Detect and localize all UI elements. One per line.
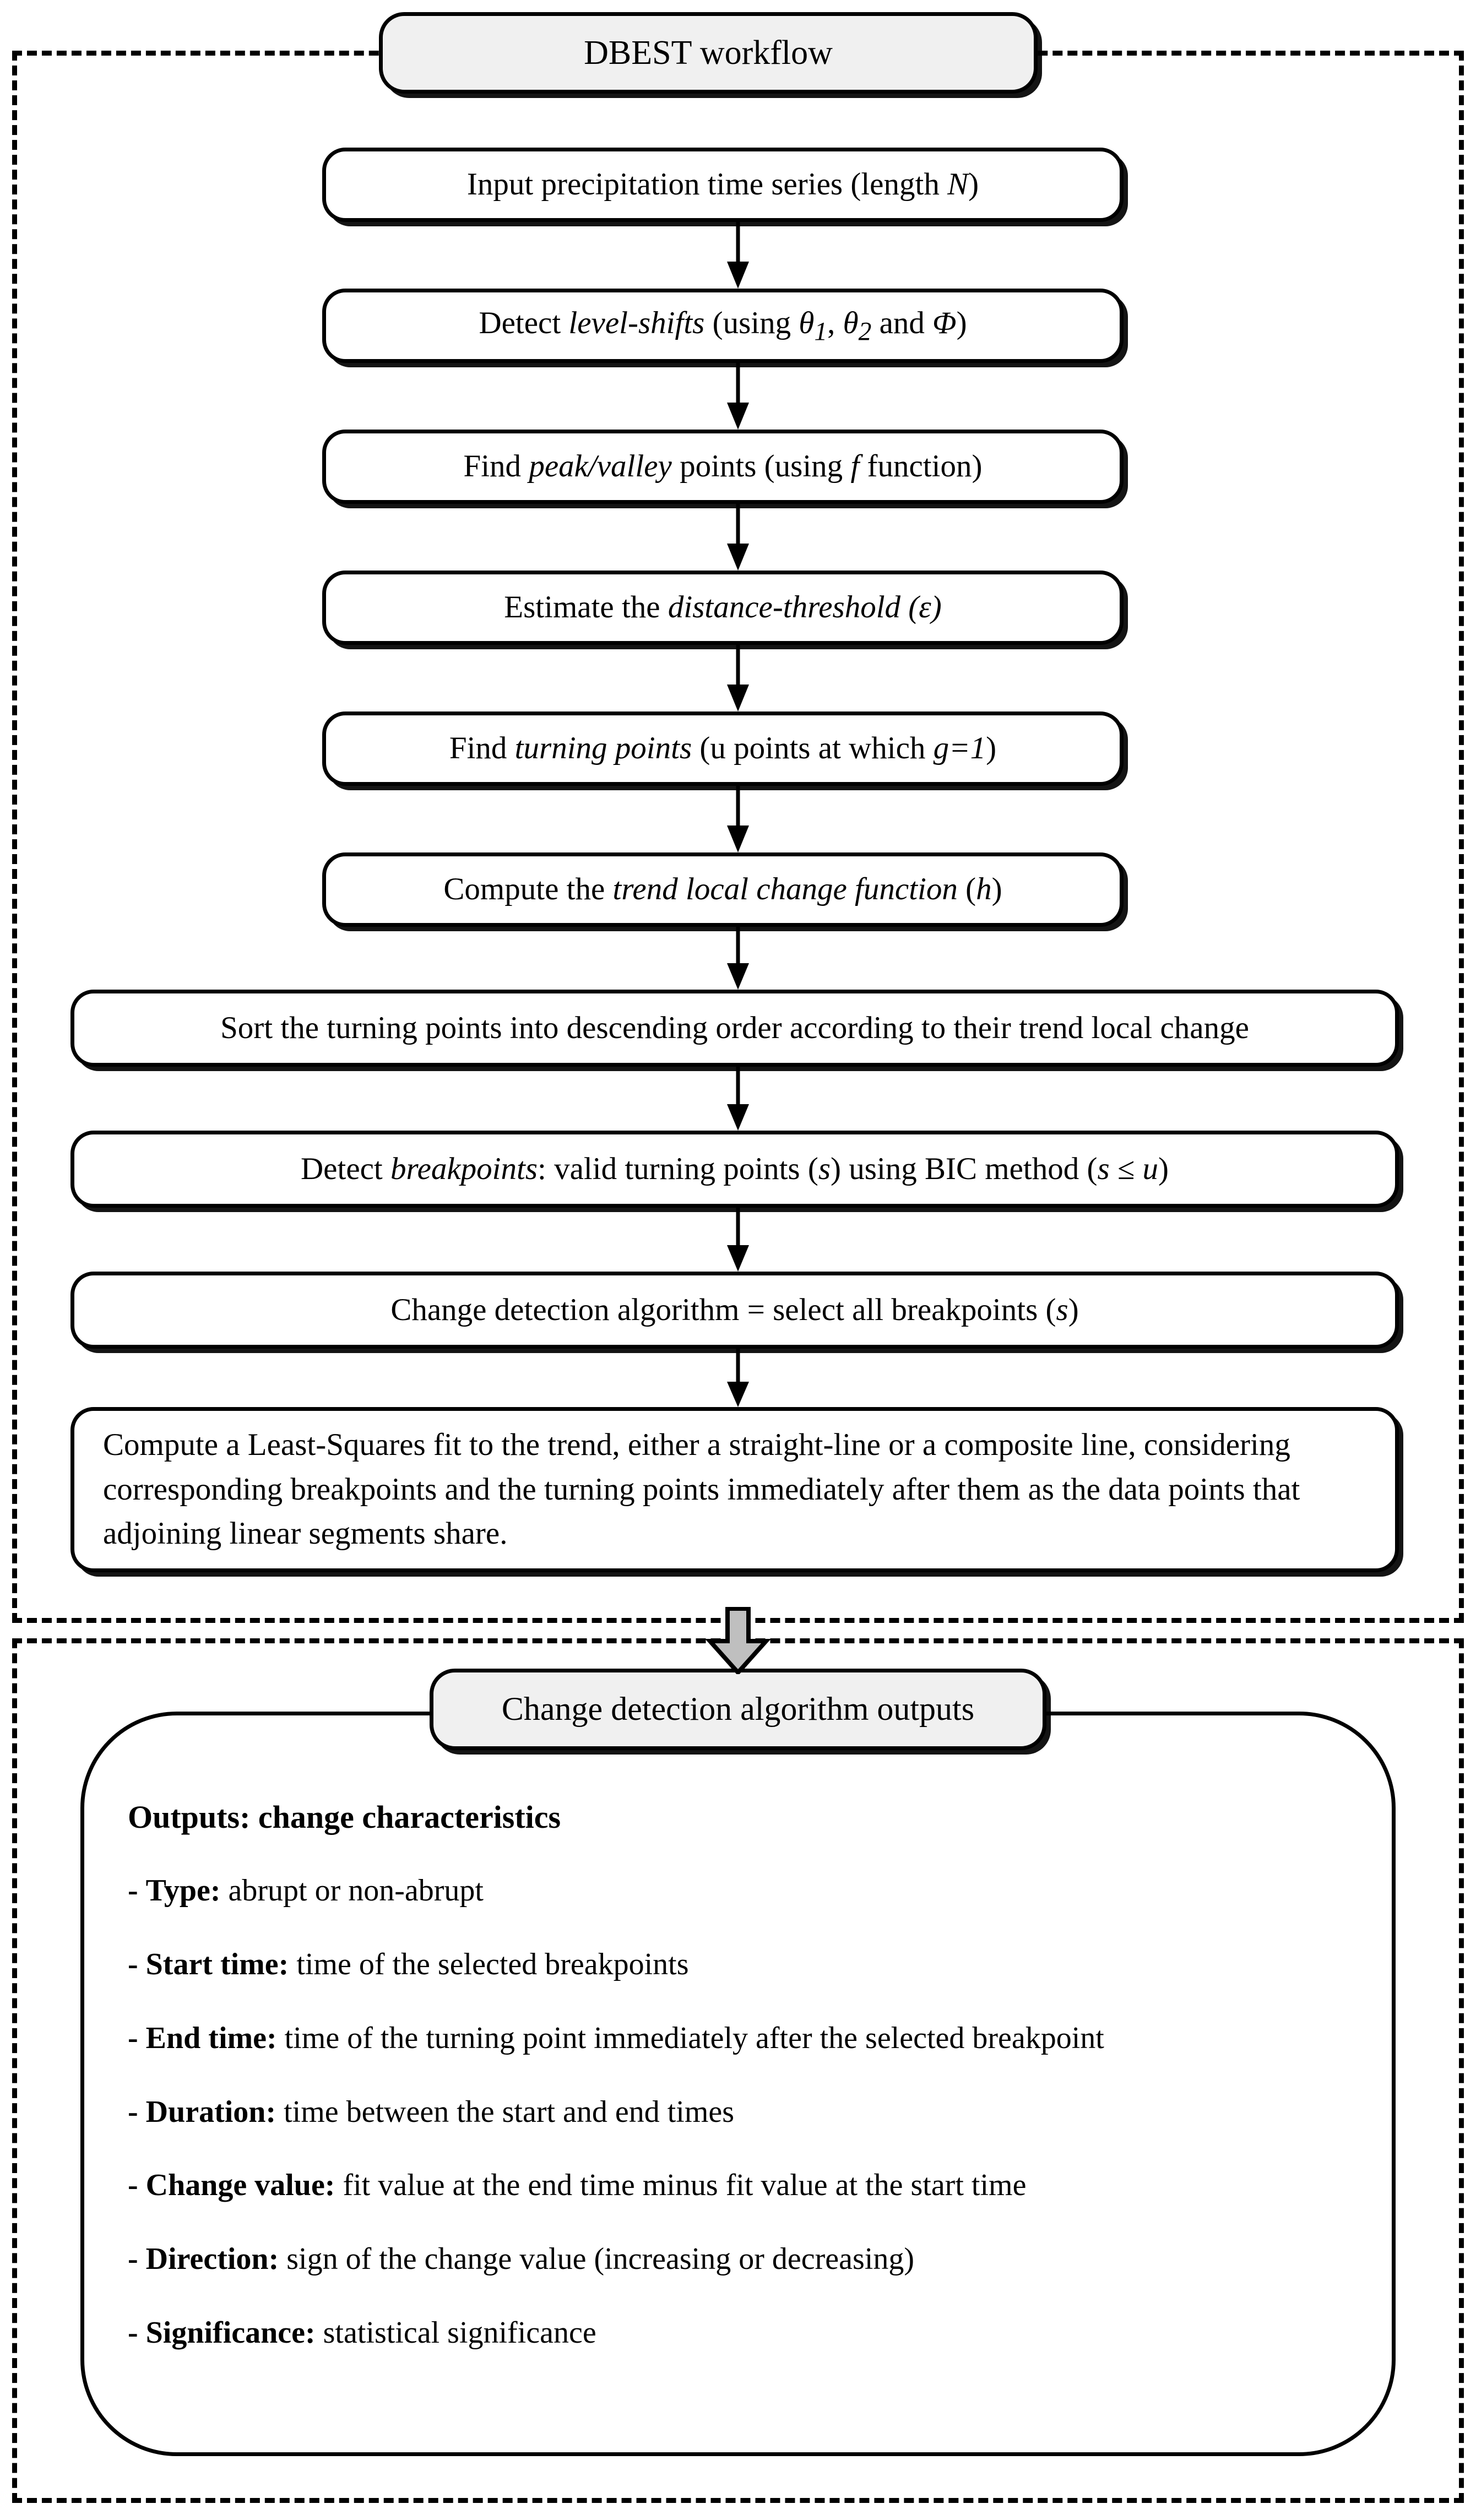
list-item: - Change value: fit value at the end tim… bbox=[128, 2163, 1328, 2208]
output-desc: statistical significance bbox=[323, 2315, 596, 2350]
output-label: Direction: bbox=[145, 2242, 279, 2277]
step-detect-breakpoints: Detect breakpoints: valid turning points… bbox=[70, 1131, 1399, 1208]
list-item: - Duration: time between the start and e… bbox=[128, 2090, 1328, 2135]
step-detect-breakpoints-label: Detect breakpoints: valid turning points… bbox=[301, 1151, 1169, 1186]
output-desc: time of the selected breakpoints bbox=[296, 1947, 689, 1982]
bullet-dash: - bbox=[128, 2315, 138, 2350]
output-label: End time: bbox=[145, 2021, 277, 2055]
connector-threshold-to-turning bbox=[722, 645, 754, 712]
list-item: - Type: abrupt or non-abrupt bbox=[128, 1869, 1328, 1914]
list-item: - Start time: time of the selected break… bbox=[128, 1942, 1328, 1987]
outputs-title-label: Change detection algorithm outputs bbox=[501, 1691, 975, 1728]
step-compute-trend-local-change-label: Compute the trend local change function … bbox=[443, 872, 1002, 907]
step-least-squares-fit-label: Compute a Least-Squares fit to the trend… bbox=[103, 1427, 1300, 1551]
outputs-title-box: Change detection algorithm outputs bbox=[430, 1669, 1046, 1750]
bullet-dash: - bbox=[128, 2021, 138, 2055]
list-item: - Direction: sign of the change value (i… bbox=[128, 2237, 1328, 2282]
connector-cda-to-leastsquares bbox=[722, 1349, 754, 1407]
step-input-precipitation: Input precipitation time series (length … bbox=[322, 148, 1124, 222]
connector-peak-to-threshold bbox=[722, 504, 754, 571]
connector-levelshift-to-peak bbox=[722, 363, 754, 430]
step-estimate-distance-threshold: Estimate the distance-threshold (ε) bbox=[322, 571, 1124, 645]
step-sort-turning-points: Sort the turning points into descending … bbox=[70, 990, 1399, 1067]
step-find-peak-valley-label: Find peak/valley points (using f functio… bbox=[463, 449, 983, 484]
output-desc: time between the start and end times bbox=[284, 2094, 735, 2129]
connector-breakpoints-to-cda bbox=[722, 1208, 754, 1272]
output-label: Type: bbox=[145, 1873, 221, 1908]
step-detect-level-shifts-label: Detect level-shifts (using θ1, θ2 and Φ) bbox=[479, 305, 967, 346]
step-find-peak-valley: Find peak/valley points (using f functio… bbox=[322, 430, 1124, 504]
output-label: Duration: bbox=[145, 2094, 276, 2129]
workflow-title-box: DBEST workflow bbox=[379, 12, 1038, 94]
step-find-turning-points-label: Find turning points (u points at which g… bbox=[449, 731, 997, 766]
output-desc: fit value at the end time minus fit valu… bbox=[343, 2168, 1027, 2203]
list-item: - End time: time of the turning point im… bbox=[128, 2016, 1328, 2061]
output-desc: abrupt or non-abrupt bbox=[228, 1873, 484, 1908]
outputs-heading: Outputs: change characteristics bbox=[128, 1799, 561, 1835]
step-sort-turning-points-label: Sort the turning points into descending … bbox=[220, 1010, 1249, 1045]
output-desc: time of the turning point immediately af… bbox=[284, 2021, 1104, 2055]
connector-turning-to-trendfn bbox=[722, 786, 754, 852]
step-detect-level-shifts: Detect level-shifts (using θ1, θ2 and Φ) bbox=[322, 289, 1124, 363]
outputs-list: Outputs: change characteristics - Type: … bbox=[128, 1796, 1328, 2356]
step-estimate-distance-threshold-label: Estimate the distance-threshold (ε) bbox=[504, 590, 942, 625]
block-arrow-down-icon bbox=[706, 1607, 770, 1674]
bullet-dash: - bbox=[128, 2168, 138, 2203]
connector-input-to-levelshift bbox=[722, 222, 754, 289]
step-change-detection-algorithm-label: Change detection algorithm = select all … bbox=[390, 1292, 1079, 1327]
output-desc: sign of the change value (increasing or … bbox=[286, 2242, 914, 2277]
bullet-dash: - bbox=[128, 1947, 138, 1982]
output-label: Start time: bbox=[145, 1947, 289, 1982]
workflow-title-label: DBEST workflow bbox=[584, 34, 833, 72]
bullet-dash: - bbox=[128, 2094, 138, 2129]
step-input-label: Input precipitation time series (length … bbox=[466, 167, 979, 202]
step-change-detection-algorithm: Change detection algorithm = select all … bbox=[70, 1272, 1399, 1349]
step-find-turning-points: Find turning points (u points at which g… bbox=[322, 712, 1124, 786]
list-item: - Significance: statistical significance bbox=[128, 2311, 1328, 2356]
bullet-dash: - bbox=[128, 1873, 138, 1908]
output-label: Significance: bbox=[145, 2315, 316, 2350]
step-least-squares-fit: Compute a Least-Squares fit to the trend… bbox=[70, 1407, 1399, 1572]
step-compute-trend-local-change: Compute the trend local change function … bbox=[322, 852, 1124, 927]
connector-trendfn-to-sort bbox=[722, 927, 754, 990]
output-label: Change value: bbox=[145, 2168, 335, 2203]
bullet-dash: - bbox=[128, 2242, 138, 2277]
connector-sort-to-breakpoints bbox=[722, 1067, 754, 1131]
